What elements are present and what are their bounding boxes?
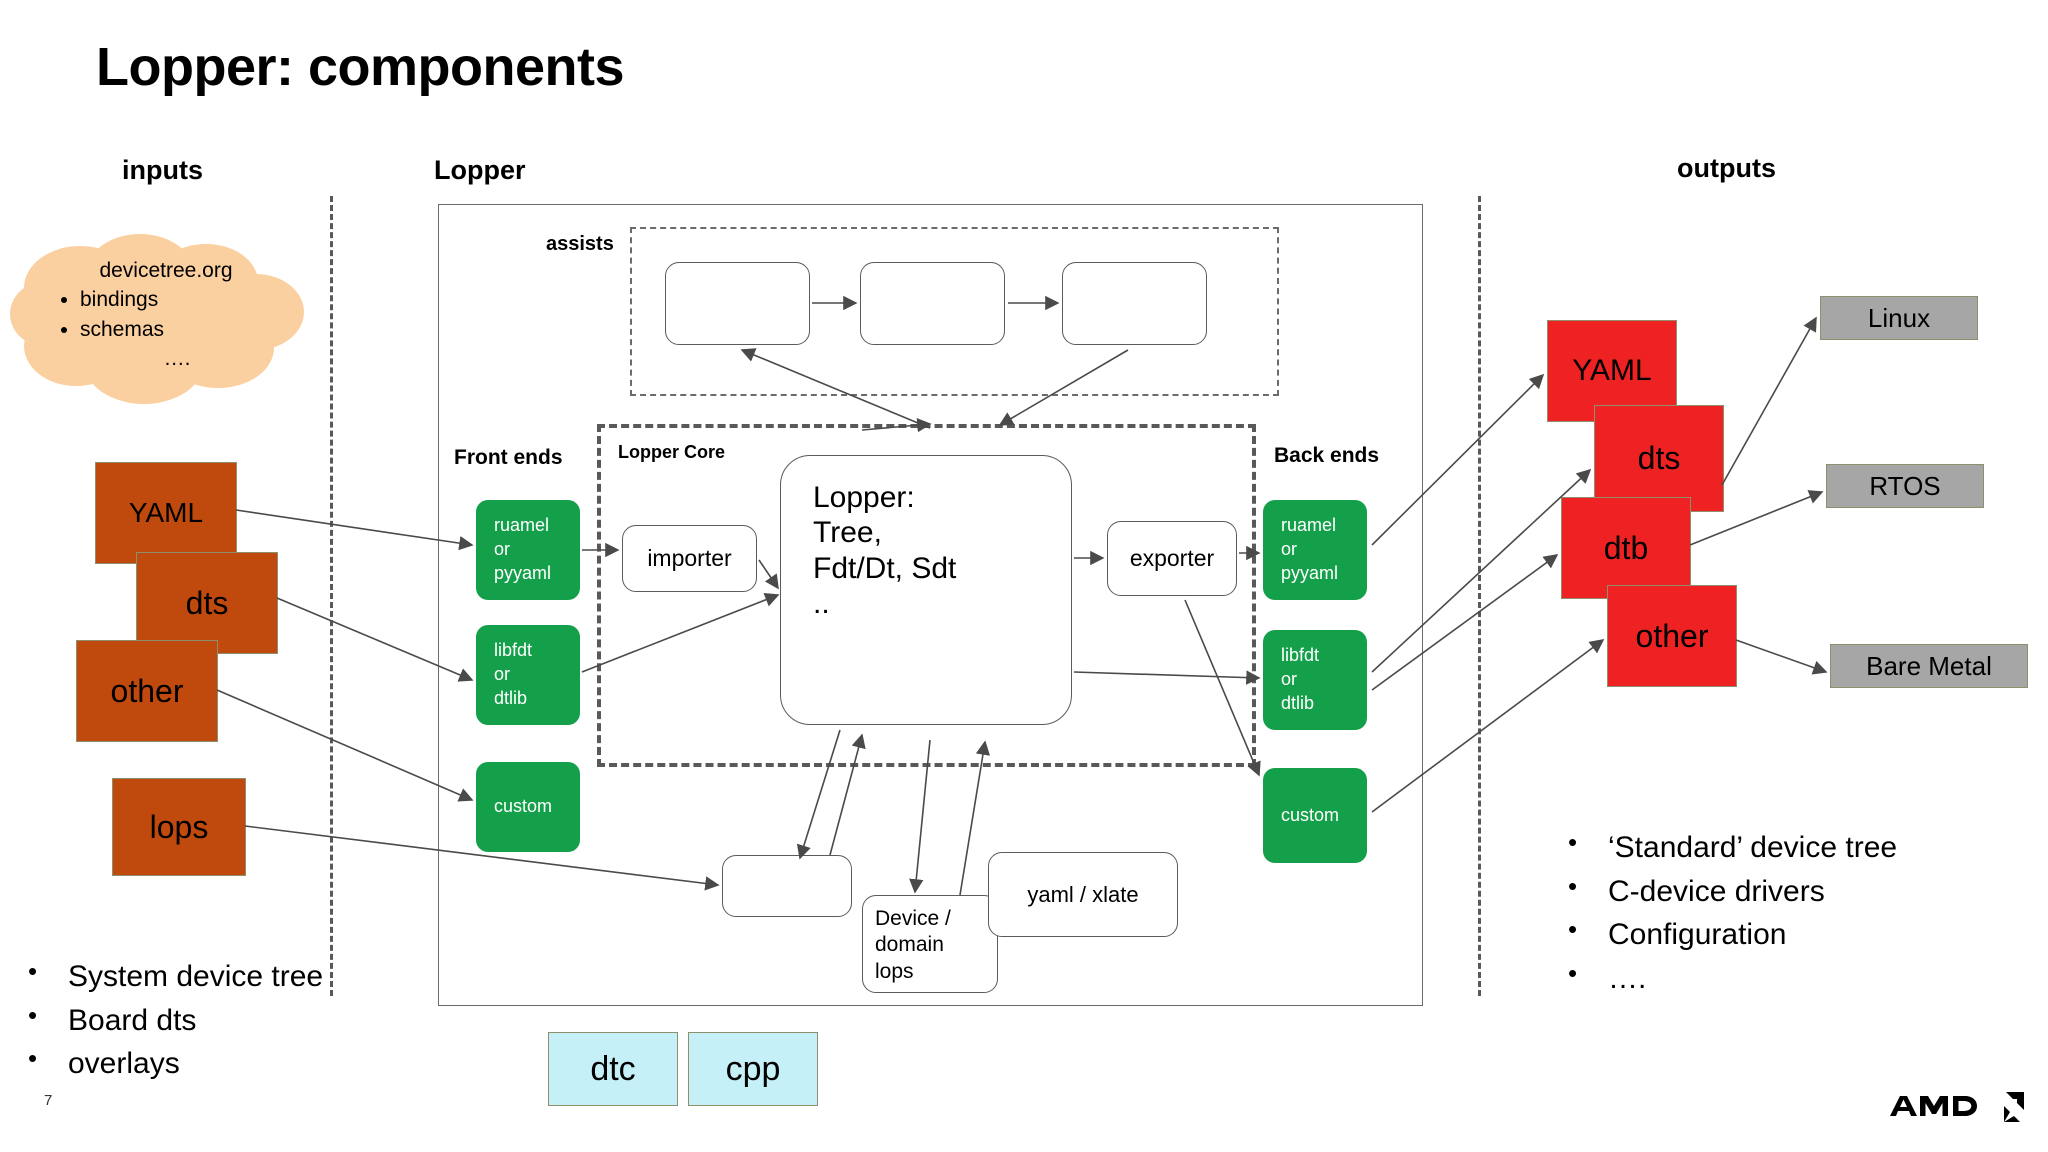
list-item: C-device drivers: [1540, 868, 2020, 914]
importer-node[interactable]: importer: [622, 525, 757, 592]
back-end-libfdt-dtlib[interactable]: libfdt or dtlib: [1263, 630, 1367, 730]
be-ruamel-line3: pyyaml: [1281, 562, 1339, 583]
devicetree-cloud-shape: [10, 234, 304, 404]
amd-logo: [1890, 1092, 2024, 1122]
yaml-xlate-node[interactable]: yaml / xlate: [988, 852, 1178, 937]
fe-ruamel-line1: ruamel: [494, 515, 550, 535]
unlabeled-node[interactable]: [722, 855, 852, 917]
core-line-1: Lopper:: [813, 481, 915, 514]
output-box-other[interactable]: other: [1607, 585, 1737, 687]
cloud-text-block: devicetree.org bindings schemas ….: [46, 256, 286, 374]
list-item: Configuration: [1540, 911, 2020, 957]
core-line-3: Fdt/Dt, Sdt: [813, 551, 957, 585]
fe-ruamel-line2: or: [494, 538, 511, 559]
inputs-bullet-list: System device tree Board dts overlays: [0, 953, 520, 1086]
fe-libfdt-line2: or: [494, 663, 511, 684]
page-number: 7: [44, 1092, 53, 1109]
outputs-bullet-list: ‘Standard’ device tree C-device drivers …: [1540, 824, 2020, 1001]
list-item: overlays: [0, 1040, 520, 1086]
column-heading-inputs: inputs: [122, 155, 203, 185]
tool-box-dtc[interactable]: dtc: [548, 1032, 678, 1106]
core-line-4: ..: [813, 587, 830, 621]
cloud-item: bindings: [80, 285, 286, 314]
assists-label: assists: [546, 233, 614, 255]
assist-node-3[interactable]: [1062, 262, 1207, 345]
list-item: Board dts: [0, 997, 520, 1043]
output-box-dtb[interactable]: dtb: [1561, 497, 1691, 599]
list-item: ‘Standard’ device tree: [1540, 824, 2020, 870]
column-heading-lopper: Lopper: [434, 155, 526, 185]
front-end-ruamel-pyyaml[interactable]: ruamel or pyyaml: [476, 500, 580, 600]
cloud-title: devicetree.org: [99, 259, 233, 282]
assists-container: [630, 227, 1279, 396]
device-domain-lops-node[interactable]: Device / domain lops: [862, 895, 998, 993]
back-end-custom[interactable]: custom: [1263, 768, 1367, 863]
be-libfdt-line1: libfdt: [1281, 645, 1320, 665]
front-end-custom[interactable]: custom: [476, 762, 580, 852]
target-box-bare-metal[interactable]: Bare Metal: [1830, 644, 2028, 688]
divider-inputs-lopper: [330, 196, 333, 996]
tool-box-cpp[interactable]: cpp: [688, 1032, 818, 1106]
assist-node-2[interactable]: [860, 262, 1005, 345]
output-box-dts[interactable]: dts: [1594, 405, 1724, 512]
cloud-item: schemas: [80, 315, 286, 344]
lopper-core-node[interactable]: Lopper: Tree, Fdt/Dt, Sdt ..: [780, 455, 1072, 725]
be-ruamel-line1: ruamel: [1281, 515, 1337, 535]
target-box-linux[interactable]: Linux: [1820, 296, 1978, 340]
input-box-other[interactable]: other: [76, 640, 218, 742]
fe-libfdt-line1: libfdt: [494, 640, 533, 660]
page-title: Lopper: components: [96, 37, 625, 97]
list-item: System device tree: [0, 953, 520, 999]
back-ends-label: Back ends: [1274, 444, 1380, 467]
input-box-yaml[interactable]: YAML: [95, 462, 237, 564]
assist-node-1[interactable]: [665, 262, 810, 345]
lopper-core-label: Lopper Core: [618, 442, 726, 462]
fe-libfdt-line3: dtlib: [494, 687, 528, 708]
column-heading-outputs: outputs: [1677, 153, 1776, 183]
target-box-rtos[interactable]: RTOS: [1826, 464, 1984, 508]
be-libfdt-line2: or: [1281, 668, 1298, 689]
input-box-lops[interactable]: lops: [112, 778, 246, 876]
be-libfdt-line3: dtlib: [1281, 692, 1315, 713]
list-item: ….: [1540, 955, 2020, 1001]
be-ruamel-line2: or: [1281, 538, 1298, 559]
devdom-line1: Device /: [875, 907, 951, 930]
devdom-line3: lops: [875, 959, 914, 983]
devdom-line2: domain: [875, 933, 944, 957]
front-ends-label: Front ends: [454, 446, 563, 469]
divider-lopper-outputs: [1478, 196, 1481, 996]
cloud-more: ….: [163, 347, 191, 371]
fe-ruamel-line3: pyyaml: [494, 562, 552, 583]
input-box-dts[interactable]: dts: [136, 552, 278, 654]
core-line-2: Tree,: [813, 516, 882, 550]
front-end-libfdt-dtlib[interactable]: libfdt or dtlib: [476, 625, 580, 725]
back-end-ruamel-pyyaml[interactable]: ruamel or pyyaml: [1263, 500, 1367, 600]
exporter-node[interactable]: exporter: [1107, 521, 1237, 596]
